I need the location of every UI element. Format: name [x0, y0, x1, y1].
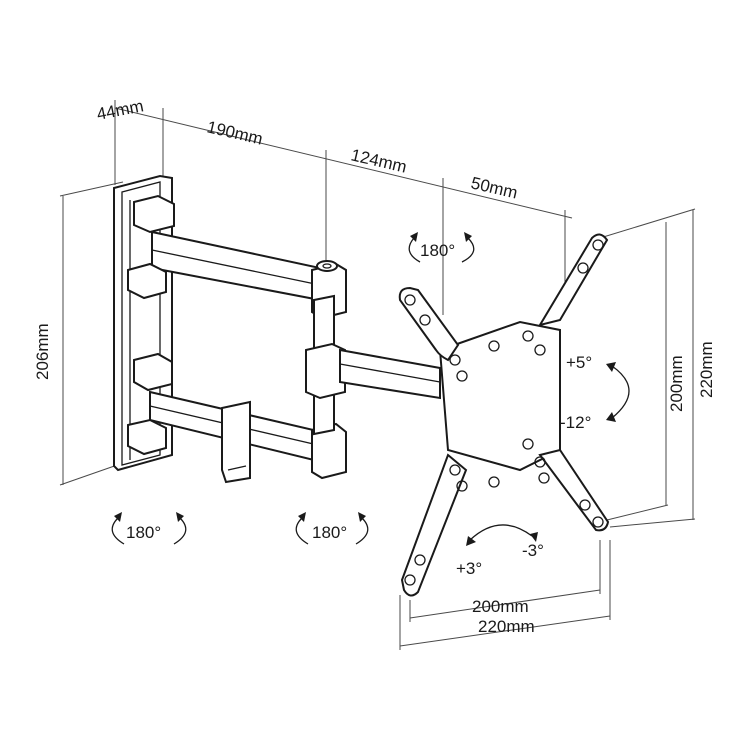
rotation-arrows: [111, 232, 630, 546]
label-220mm-vertical: 220mm: [697, 341, 716, 398]
label-190mm: 190mm: [205, 117, 265, 148]
label-200mm-horizontal: 200mm: [472, 597, 529, 616]
label-tilt-up: +5°: [566, 353, 592, 372]
lower-arm: [127, 352, 347, 484]
label-level-minus: -3°: [522, 541, 544, 560]
rotation-labels: 180° 180° 180° +5° -12° +3° -3°: [126, 241, 592, 578]
label-wall-swivel: 180°: [126, 523, 161, 542]
middle-arm: [305, 342, 441, 400]
label-tilt-down: -12°: [560, 413, 591, 432]
dimension-lines: [59, 100, 696, 650]
label-50mm: 50mm: [469, 173, 519, 202]
label-top-swivel: 180°: [420, 241, 455, 260]
label-level-plus: +3°: [456, 559, 482, 578]
label-44mm: 44mm: [95, 96, 145, 124]
vesa-bracket: [398, 233, 610, 597]
label-arm-swivel: 180°: [312, 523, 347, 542]
label-206mm: 206mm: [33, 323, 52, 380]
label-220mm-horizontal: 220mm: [478, 617, 535, 636]
label-200mm-vertical: 200mm: [667, 355, 686, 412]
